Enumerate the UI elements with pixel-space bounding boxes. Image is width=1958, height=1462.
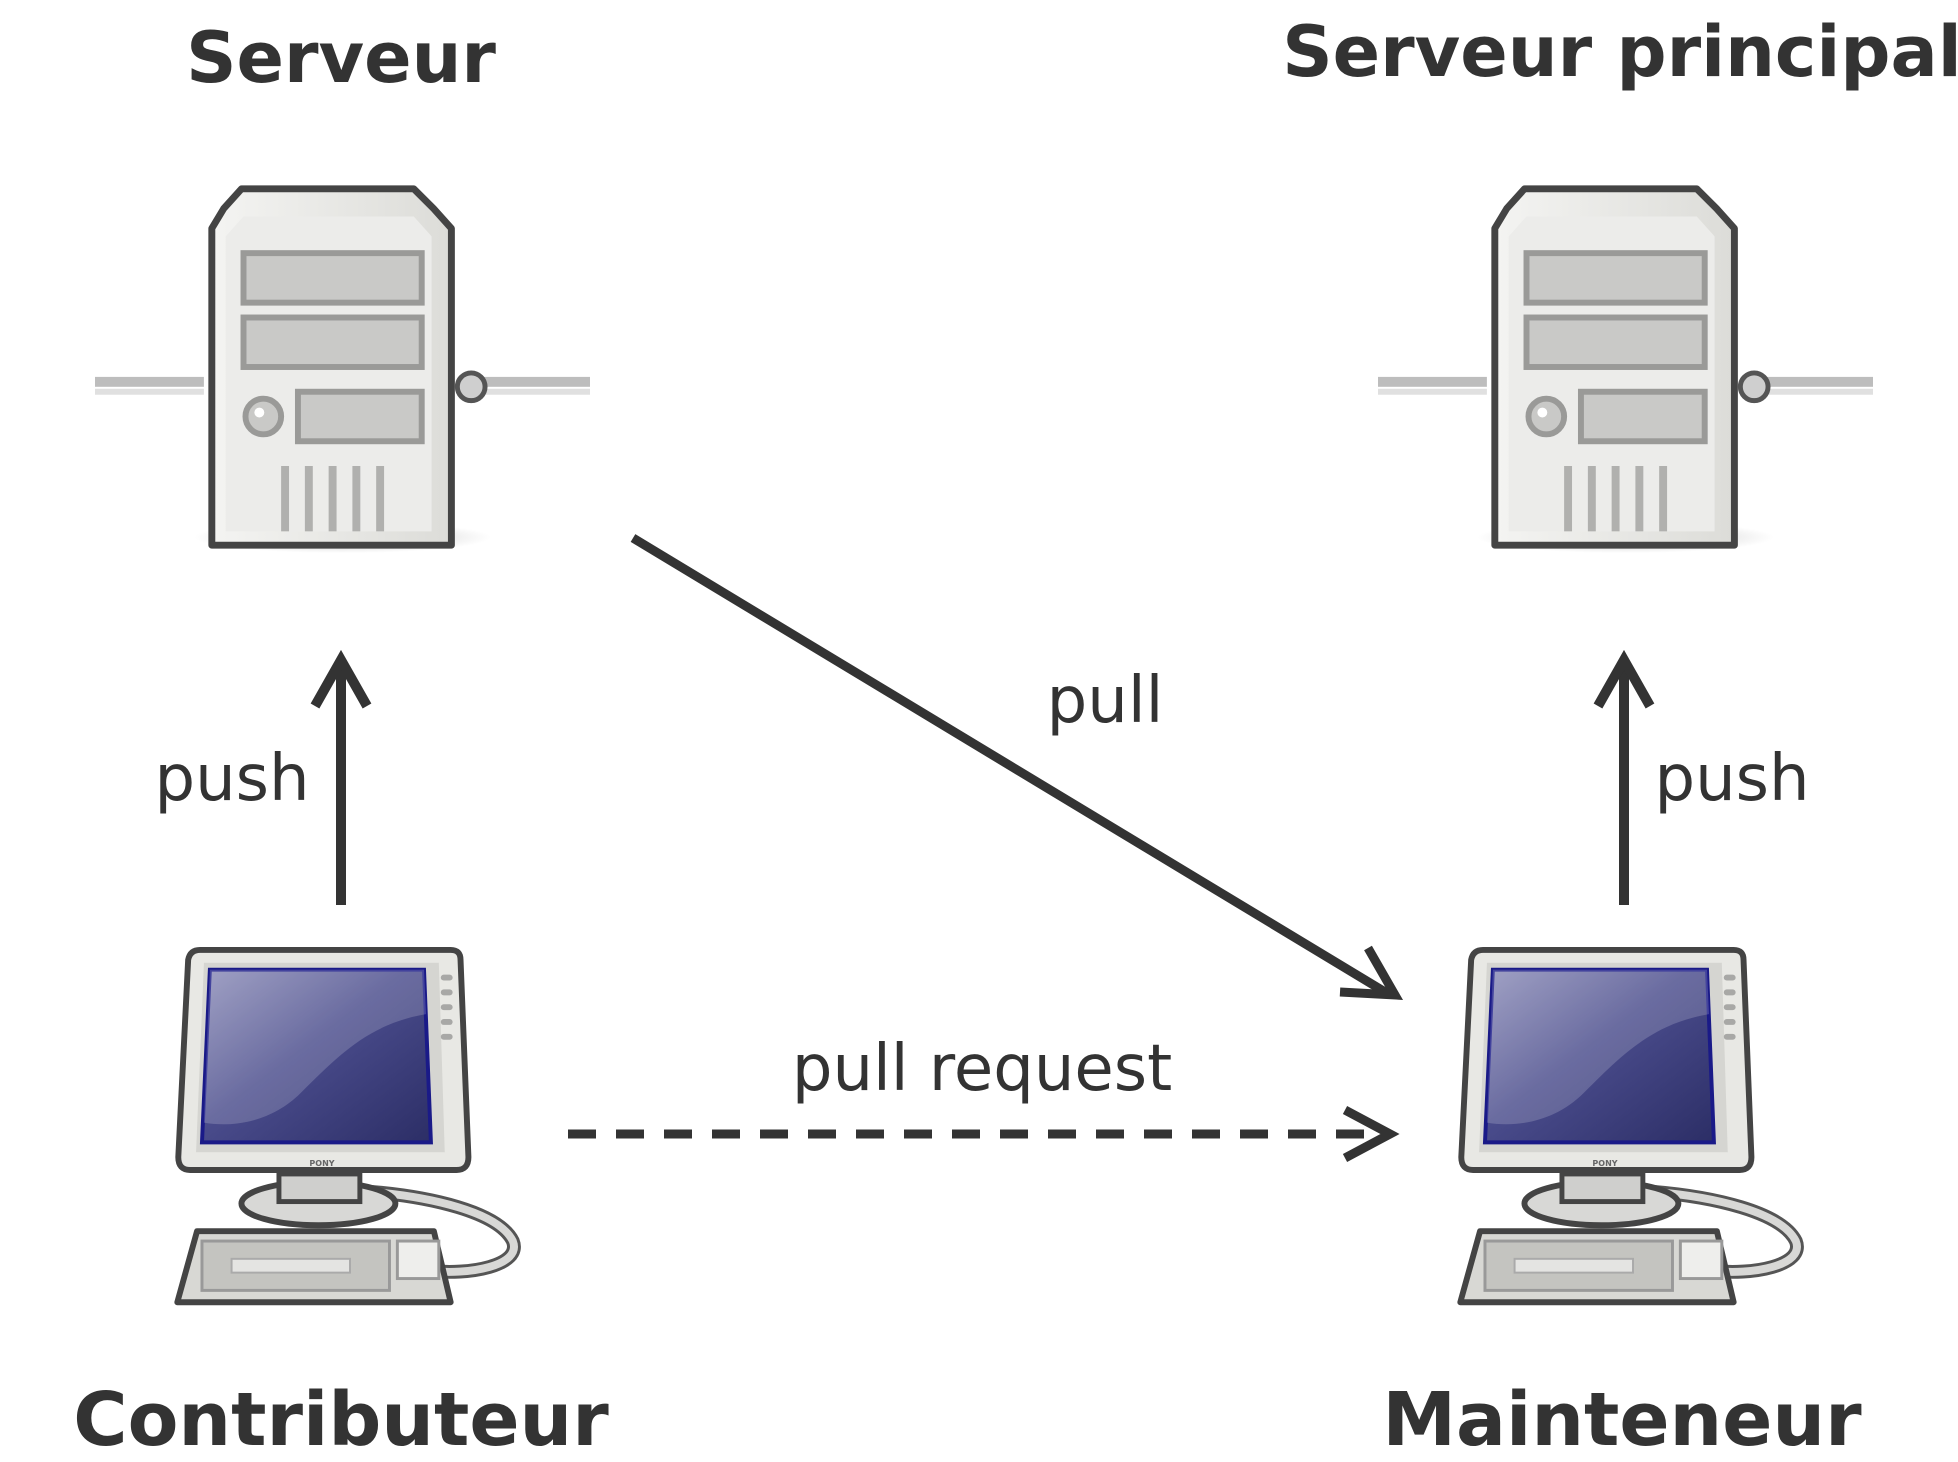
push-right-label: push: [1654, 742, 1809, 816]
push-right-arrow: [1593, 649, 1655, 905]
main-server-tower-icon: [1378, 189, 1873, 553]
push-left-arrow: [310, 649, 372, 905]
pull-request-arrow: [568, 1106, 1400, 1162]
maintainer-brand-label: PONY: [1592, 1159, 1617, 1168]
maintainer-computer-icon: [1460, 950, 1797, 1302]
pull-request-label: pull request: [792, 1032, 1172, 1106]
contributor-computer-icon: [177, 950, 514, 1302]
maintainer-title: Mainteneur: [1382, 1377, 1862, 1462]
pull-label: pull: [1047, 664, 1164, 738]
server-title: Serveur: [186, 17, 496, 99]
pull-arrow: [630, 534, 1404, 1000]
contributor-title: Contributeur: [73, 1377, 609, 1462]
main-server-title: Serveur principal: [1282, 11, 1958, 93]
server-tower-icon: [95, 189, 590, 553]
push-left-label: push: [154, 742, 309, 816]
contributor-brand-label: PONY: [309, 1159, 334, 1168]
